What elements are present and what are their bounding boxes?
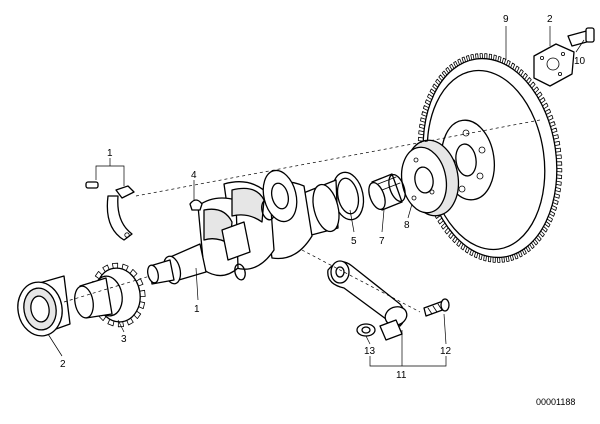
- callout-2-bottom: 2: [60, 359, 66, 370]
- connecting-rod: [327, 260, 408, 341]
- flywheel-washer: [533, 43, 575, 87]
- bearing-pin: [85, 181, 99, 189]
- callout-7: 7: [379, 236, 385, 247]
- needle-bearing: [368, 173, 406, 211]
- callout-2-top: 2: [547, 14, 553, 25]
- callout-10: 10: [574, 56, 586, 67]
- leader-lines: [47, 26, 585, 367]
- callout-13: 13: [364, 346, 376, 357]
- seal-ring: [331, 171, 365, 221]
- callout-3: 3: [121, 334, 127, 345]
- callout-1-crankshaft: 1: [194, 304, 200, 315]
- main-bearing-shell: [106, 185, 135, 241]
- timing-sprocket: [74, 262, 146, 328]
- callout-1-bearing-shell: 1: [107, 148, 113, 159]
- callout-4: 4: [191, 170, 197, 181]
- hub-flange: [400, 139, 460, 217]
- callout-9: 9: [503, 14, 509, 25]
- callout-11-connecting-rod: 11: [396, 370, 407, 381]
- callout-12: 12: [440, 346, 452, 357]
- callout-5: 5: [351, 236, 357, 247]
- front-ball-bearing: [17, 275, 71, 337]
- woodruff-key: [189, 199, 203, 211]
- callout-8: 8: [404, 220, 410, 231]
- flywheel-bolt: [567, 27, 595, 47]
- crankshaft: [147, 169, 340, 285]
- rod-bushing: [356, 323, 376, 337]
- rod-bolt: [423, 298, 450, 317]
- document-number: 00001188: [536, 397, 575, 407]
